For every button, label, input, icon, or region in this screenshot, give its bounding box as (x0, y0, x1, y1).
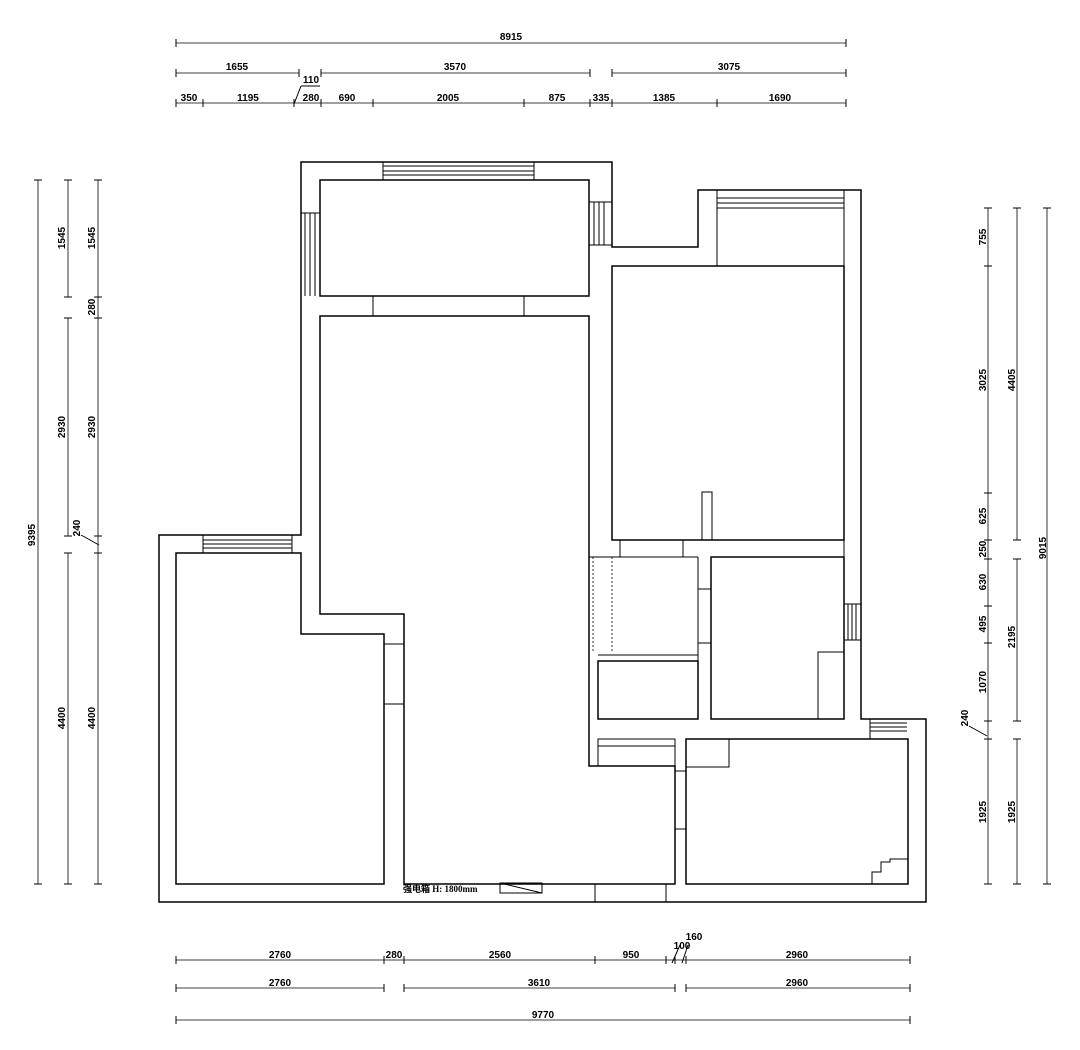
dim-label: 1925 (1007, 800, 1018, 823)
dim-label: 2195 (1007, 625, 1018, 648)
living-room (319, 315, 676, 885)
dim-label: 280 (303, 93, 320, 104)
dim-label: 350 (181, 93, 198, 104)
leader-line (681, 944, 689, 964)
electrical-panel-symbol (499, 882, 543, 894)
room-storage (597, 660, 699, 720)
dim-label: 2760 (269, 978, 292, 989)
dim-label-right-total: 9015 (1038, 536, 1049, 559)
top-dimensions: 8915 1655 110 3570 3075 350 1195 (175, 32, 847, 107)
leader-line (293, 85, 302, 105)
dim-label: 240 (960, 709, 971, 726)
dim-label: 755 (978, 228, 989, 245)
dim-label: 335 (593, 93, 610, 104)
window-left-room (202, 535, 293, 553)
dim-label: 1385 (653, 93, 676, 104)
room-right-upper (611, 265, 845, 541)
dim-label: 2960 (786, 978, 809, 989)
wall-stub (701, 491, 713, 541)
dim-label-top-total: 8915 (500, 32, 523, 43)
window-top-right (589, 201, 612, 246)
dim-label: 240 (72, 519, 83, 536)
window-kitchen (869, 719, 907, 739)
dim-label: 2930 (87, 415, 98, 438)
outer-wall (158, 161, 927, 903)
dim-label-left-total: 9395 (27, 523, 38, 546)
dim-label: 280 (87, 298, 98, 315)
fixture-outline (817, 651, 844, 719)
window-right-upper (717, 197, 844, 209)
room-bath-right (710, 556, 845, 720)
dim-label: 250 (978, 540, 989, 557)
top-detail-ticks (175, 99, 847, 107)
dim-label: 2005 (437, 93, 460, 104)
fixture-box (685, 738, 730, 768)
dim-label: 495 (978, 615, 989, 632)
dim-label: 1070 (978, 670, 989, 693)
dim-label: 3570 (444, 62, 467, 73)
dim-label: 625 (978, 507, 989, 524)
dim-label: 2960 (786, 950, 809, 961)
dim-label: 950 (623, 950, 640, 961)
right-dimensions: 755 3025 625 250 630 495 1070 240 1925 4… (960, 207, 1051, 885)
dim-label: 110 (303, 75, 320, 86)
bottom-dimensions: 2760 280 2560 950 100 160 2960 2760 3610… (175, 932, 911, 1024)
dim-label: 4400 (87, 706, 98, 729)
left-dimensions: 9395 1545 2930 240 4400 1545 280 2930 44… (27, 179, 102, 885)
dim-label: 1195 (237, 93, 259, 104)
right-inner-ticks (984, 207, 992, 885)
window-bath (844, 603, 861, 641)
dim-label-bottom-total: 9770 (532, 1010, 555, 1021)
dim-label: 160 (686, 932, 703, 943)
leader-line (968, 725, 988, 737)
dim-label: 2760 (269, 950, 292, 961)
dim-label: 3610 (528, 978, 551, 989)
room-left (175, 552, 385, 885)
electrical-panel-note: 强电箱 H: 1800mm (403, 883, 478, 894)
dim-label: 1545 (87, 226, 98, 249)
leader-line (80, 534, 100, 546)
room-top (319, 179, 590, 297)
dim-label: 690 (339, 93, 356, 104)
counter (597, 738, 676, 767)
dim-label: 1545 (57, 226, 68, 249)
dim-label: 1925 (978, 800, 989, 823)
dim-label: 875 (549, 93, 566, 104)
dim-label: 4400 (57, 706, 68, 729)
dim-label: 3025 (978, 368, 989, 391)
dim-label: 2930 (57, 415, 68, 438)
electrical-panel-diagonal (499, 882, 543, 894)
room-kitchen (685, 738, 909, 885)
dim-label: 2560 (489, 950, 512, 961)
dim-label: 1655 (226, 62, 249, 73)
window-top-left (301, 212, 320, 296)
stair-fixture (871, 858, 908, 884)
window-top (382, 162, 535, 180)
floor-plan: 强电箱 H: 1800mm (158, 161, 927, 903)
dim-label: 100 (674, 941, 691, 952)
dim-label: 280 (386, 950, 403, 961)
dim-label: 630 (978, 573, 989, 590)
dim-label: 4405 (1007, 368, 1018, 391)
leader-line (671, 944, 681, 964)
dim-label: 3075 (718, 62, 741, 73)
dim-label: 1690 (769, 93, 792, 104)
